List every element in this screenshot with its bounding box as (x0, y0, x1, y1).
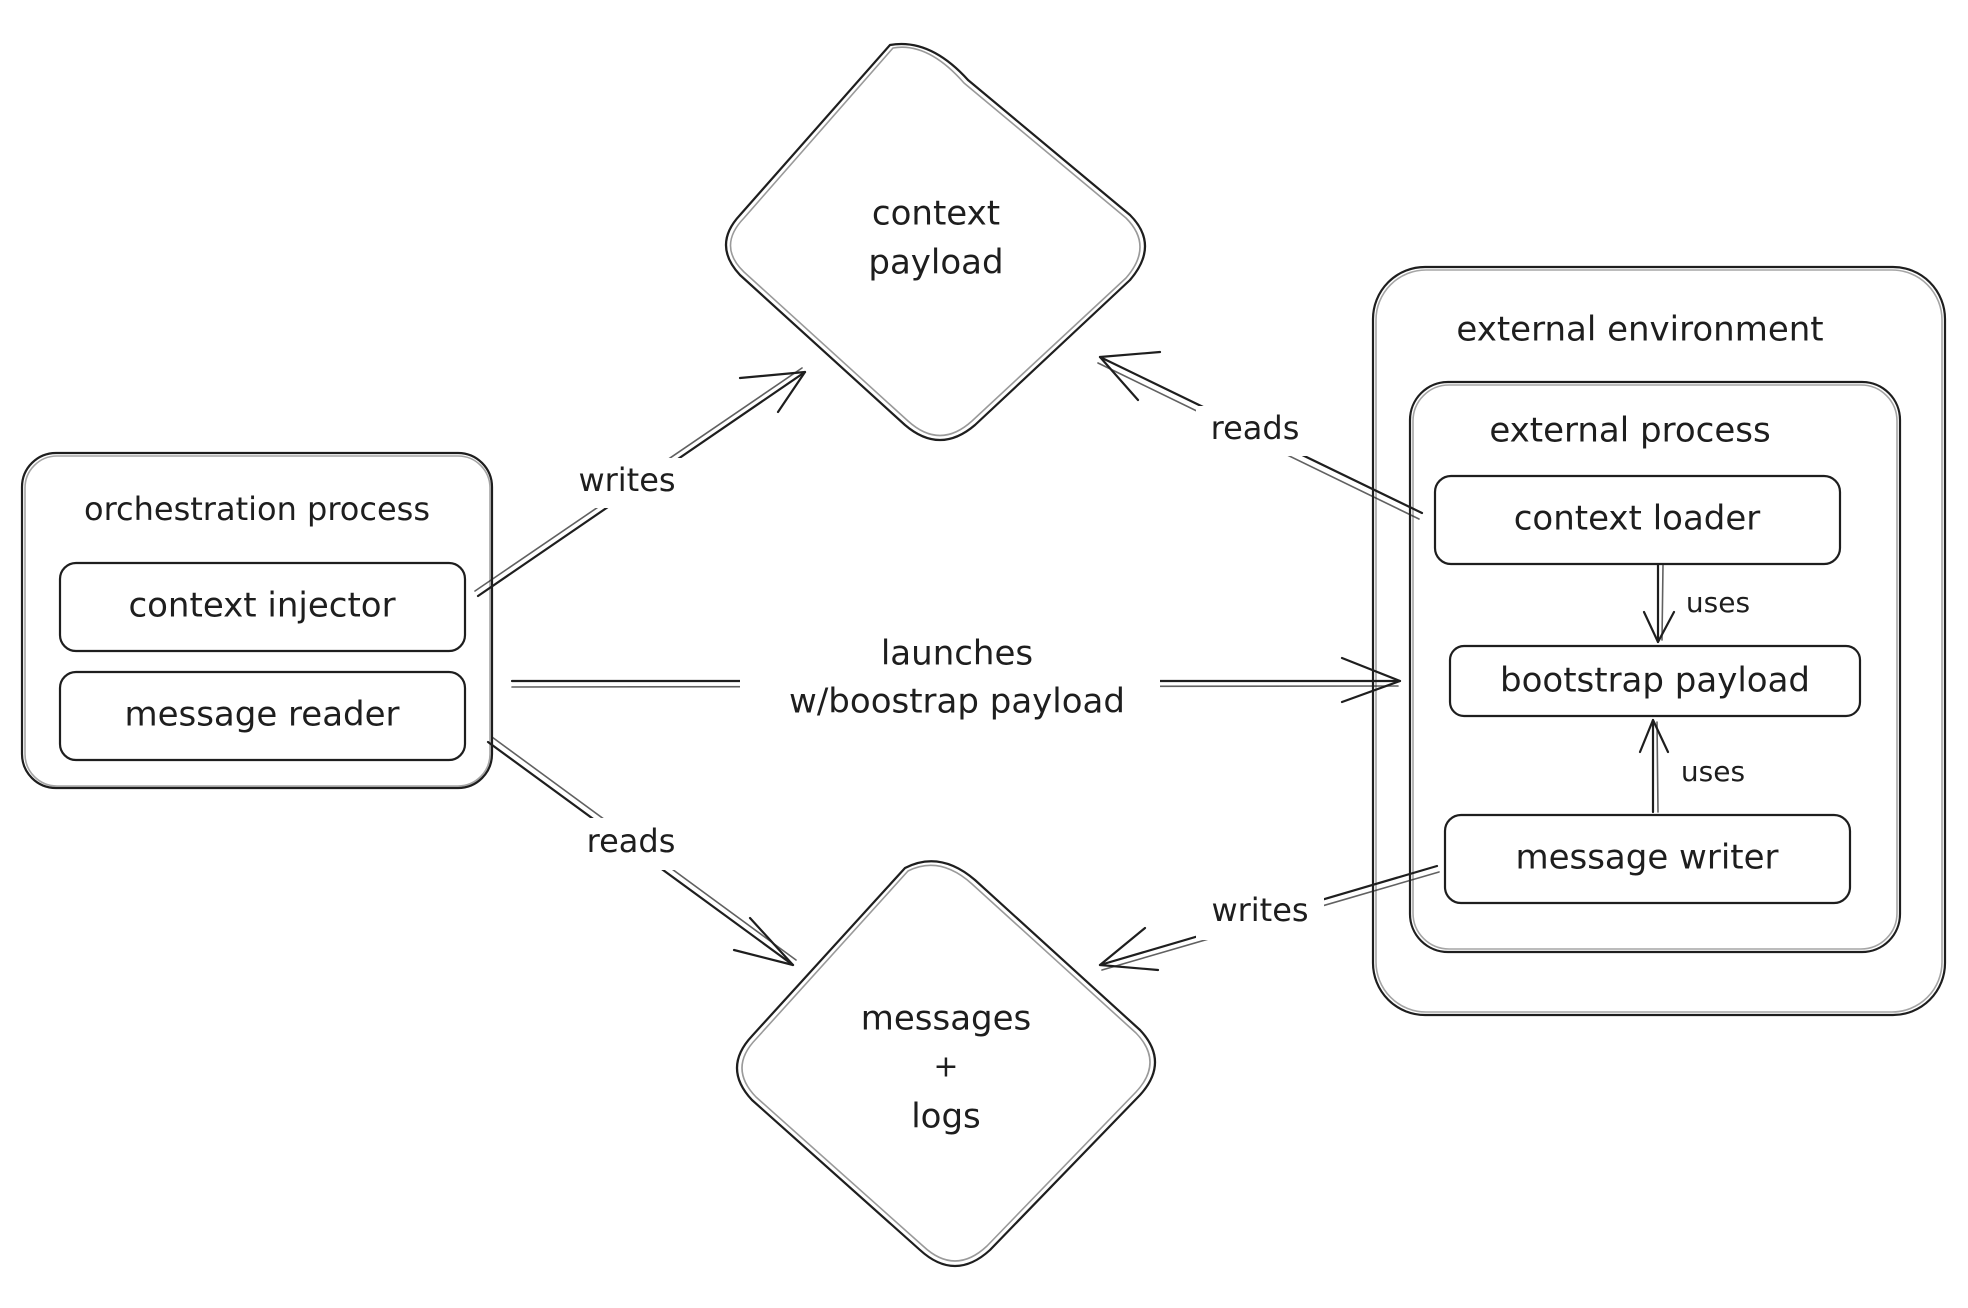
edge-launches-label-line1: launches (881, 634, 1033, 674)
bootstrap-payload-label: bootstrap payload (1500, 661, 1810, 701)
edge-launches: launches w/boostrap payload (510, 628, 1402, 730)
edge-writer-uses: uses (1638, 718, 1745, 814)
orchestration-process-title: orchestration process (84, 490, 430, 528)
external-process-container: external process context loader bootstra… (1408, 380, 1902, 954)
edge-loader-uses: uses (1642, 563, 1750, 644)
edge-injector-writes: writes (474, 367, 807, 598)
context-payload-label-line2: payload (868, 243, 1003, 283)
messages-label: messages (861, 999, 1032, 1039)
bootstrap-payload-box: bootstrap payload (1448, 644, 1862, 718)
edge-reader-reads: reads (486, 736, 797, 967)
edge-reader-reads-label: reads (587, 822, 676, 860)
message-reader-box: message reader (58, 670, 467, 762)
context-injector-box: context injector (58, 561, 467, 653)
context-loader-label: context loader (1514, 499, 1761, 539)
context-injector-label: context injector (128, 586, 395, 626)
message-writer-label: message writer (1515, 838, 1778, 878)
edge-writer-uses-label: uses (1681, 755, 1745, 788)
plus-label: + (933, 1050, 958, 1085)
edge-writer-writes-label: writes (1211, 891, 1308, 929)
edge-injector-writes-label: writes (578, 461, 675, 499)
external-environment-title: external environment (1456, 310, 1823, 350)
message-writer-box: message writer (1443, 813, 1852, 905)
context-payload-label-line1: context (872, 194, 1000, 234)
message-reader-label: message reader (124, 695, 399, 735)
edge-launches-label-line2: w/boostrap payload (789, 682, 1125, 722)
logs-label: logs (911, 1097, 981, 1137)
edge-loader-uses-label: uses (1686, 586, 1750, 619)
messages-logs-node: messages + logs (736, 860, 1156, 1268)
context-payload-node: context payload (725, 42, 1146, 442)
edge-loader-reads: reads (1097, 350, 1424, 520)
external-environment-container: external environment external process co… (1371, 265, 1947, 1017)
external-process-title: external process (1489, 411, 1770, 451)
edge-loader-reads-label: reads (1211, 409, 1300, 447)
edge-writer-writes: writes (1098, 864, 1440, 972)
context-loader-box: context loader (1433, 474, 1842, 566)
orchestration-process-container: orchestration process context injector m… (20, 451, 494, 790)
